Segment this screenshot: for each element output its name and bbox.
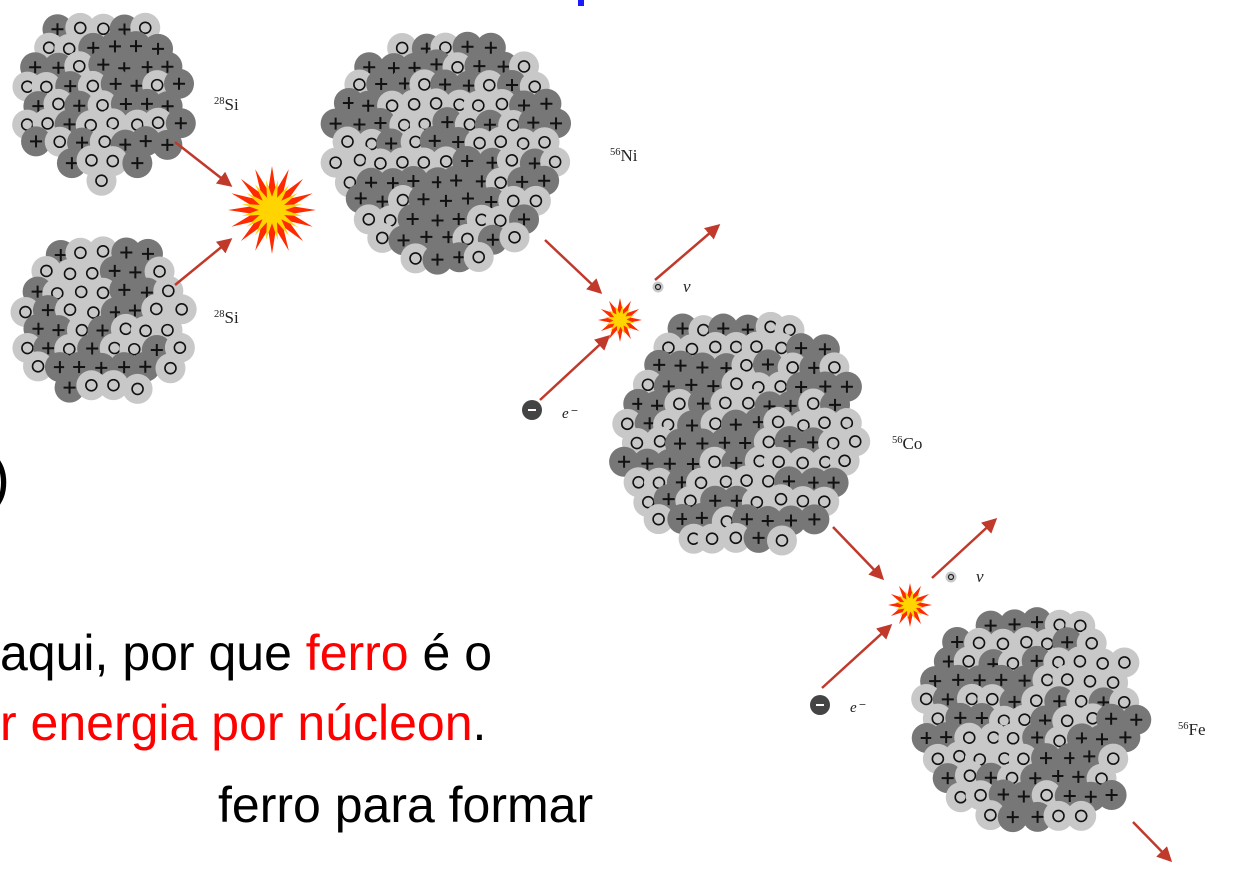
arrow-fe-out: [1132, 821, 1173, 863]
label-neutrino-1: ν: [683, 277, 691, 296]
arrow-burst-to-neutrino-2: [931, 517, 998, 579]
text-line-2-dot: .: [472, 695, 487, 751]
label-si-bottom: 28Si: [214, 308, 239, 327]
label-ni: 56Ni: [610, 146, 638, 165]
decay-burst-ni: [598, 298, 642, 342]
arrow-si-top-to-burst: [174, 141, 233, 187]
label-fe: 56Fe: [1178, 720, 1206, 739]
label-electron-2: e⁻: [850, 700, 866, 716]
text-line-3: ferro para formar: [218, 777, 594, 833]
decay-burst-co: [888, 583, 932, 627]
label-electron-1: e⁻: [562, 406, 578, 422]
label-co: 56Co: [892, 434, 922, 453]
arrow-electron-to-burst-1: [539, 334, 611, 401]
nucleus-ni: [320, 31, 572, 275]
label-neutrino-2: ν: [976, 567, 984, 586]
nucleus-si-bottom: [10, 236, 197, 404]
label-si-top: 28Si: [214, 95, 239, 114]
text-line-1-b: é o: [408, 625, 493, 681]
arrow-co-to-burst: [832, 526, 885, 581]
neutrino-particle-2: [945, 571, 957, 583]
electron-particle-2: [810, 695, 830, 715]
text-line-2: r energia por núcleon.: [0, 698, 486, 748]
arrow-ni-to-burst: [544, 239, 603, 295]
arrow-burst-to-neutrino-1: [654, 224, 721, 281]
highlight-energia: r energia por núcleon: [0, 695, 473, 751]
neutrino-particle-1: [652, 281, 664, 293]
fusion-burst-si: [228, 166, 316, 254]
text-line-1-a: aqui, por que: [0, 625, 306, 681]
text-line-1: aqui, por que ferro é o: [0, 628, 492, 678]
arrow-si-bottom-to-burst: [174, 238, 233, 286]
highlight-ferro: ferro: [305, 625, 409, 681]
nucleus-si-top: [12, 12, 196, 196]
nucleus-fe: [911, 607, 1152, 833]
top-mark: [578, 0, 584, 6]
electron-particle-1: [522, 400, 542, 420]
partial-text-left: ): [0, 448, 10, 508]
arrow-electron-to-burst-2: [821, 623, 893, 689]
nucleus-co: [609, 311, 871, 556]
